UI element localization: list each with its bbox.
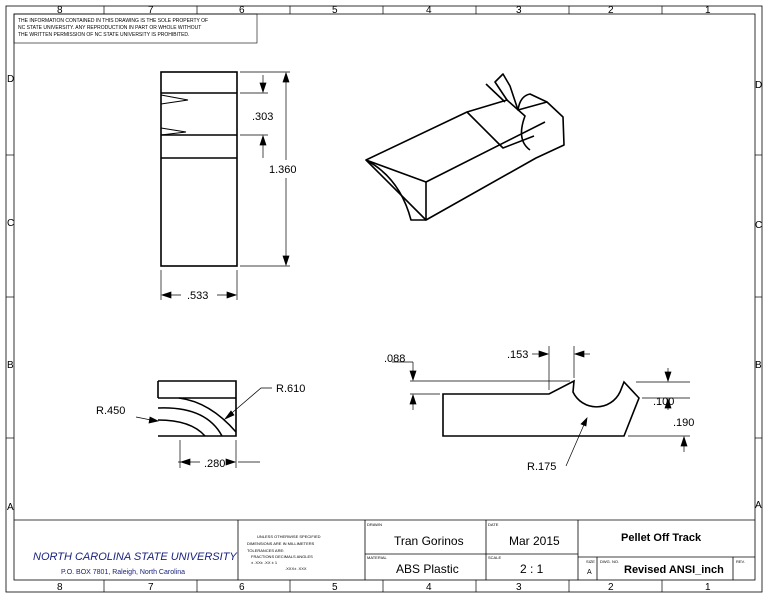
notice-line-2: NC STATE UNIVERSITY. ANY REPRODUCTION IN… (18, 25, 201, 31)
profile-view-dims (392, 346, 690, 467)
material-label: MATERIAL (367, 555, 387, 560)
zone-row-b-left: B (7, 360, 14, 371)
university-name: NORTH CAROLINA STATE UNIVERSITY (33, 551, 237, 563)
zone-col-6-bottom: 6 (239, 582, 245, 593)
dim-profile-radius: R.175 (527, 461, 556, 473)
university-address: P.O. BOX 7801, Raleigh, North Carolina (61, 569, 185, 576)
tolerance-line-1: UNLESS OTHERWISE SPECIFIED (257, 534, 321, 539)
material-value: ABS Plastic (396, 562, 459, 576)
isometric-view (365, 73, 565, 221)
zone-col-4-top: 4 (426, 5, 432, 16)
rev-label: REV. (736, 559, 745, 564)
zone-row-b-right: B (755, 360, 762, 371)
dwg-no-label: DWG. NO. (600, 559, 619, 564)
zone-row-c-left: C (7, 218, 14, 229)
tolerance-line-3: TOLERANCES ARE: (247, 548, 284, 553)
size-label: SIZE (586, 559, 595, 564)
tolerance-line-5: ± .XX± .XX ± 1 (251, 560, 278, 565)
scale-value: 2 : 1 (520, 562, 544, 576)
zone-col-3-bottom: 3 (516, 582, 522, 593)
dim-profile-left: .088 (384, 353, 405, 365)
title-block-grid (14, 519, 755, 580)
notice-line-1: THE INFORMATION CONTAINED IN THIS DRAWIN… (18, 18, 208, 24)
zone-ticks (6, 6, 762, 592)
dim-profile-right-a: .100 (653, 396, 674, 408)
zone-col-8-top: 8 (57, 5, 63, 16)
scale-label: SCALE (488, 555, 501, 560)
zone-col-6-top: 6 (239, 5, 245, 16)
dim-profile-right-b: .190 (673, 417, 694, 429)
notice-box (13, 13, 258, 44)
zone-col-5-bottom: 5 (332, 582, 338, 593)
zone-col-7-top: 7 (148, 5, 154, 16)
dim-side-r-large: R.610 (276, 383, 305, 395)
side-view-dims (135, 387, 272, 468)
outer-border (5, 5, 763, 593)
drawn-value: Tran Gorinos (394, 534, 464, 548)
tolerance-line-2: DIMENSIONS ARE IN MILLIMETERS (247, 541, 315, 546)
size-value: A (587, 569, 592, 576)
zone-col-4-bottom: 4 (426, 582, 432, 593)
zone-row-d-right: D (755, 80, 762, 91)
zone-col-8-bottom: 8 (57, 582, 63, 593)
tolerance-line-4: FRACTIONS DECIMALS ANGLES (251, 554, 313, 559)
zone-col-2-top: 2 (608, 5, 614, 16)
zone-col-3-top: 3 (516, 5, 522, 16)
zone-row-d-left: D (7, 74, 14, 85)
zone-row-a-right: A (755, 500, 762, 511)
zone-col-5-top: 5 (332, 5, 338, 16)
drawing-title: Pellet Off Track (621, 532, 702, 544)
zone-col-1-bottom: 1 (705, 582, 711, 593)
inner-border (13, 13, 756, 581)
dim-front-width: .533 (187, 290, 208, 302)
side-view (157, 380, 237, 437)
date-label: DATE (488, 522, 499, 527)
front-view-dims (160, 71, 290, 300)
profile-view (442, 379, 640, 437)
notice-line-3: THE WRITTEN PERMISSION OF NC STATE UNIVE… (18, 32, 189, 38)
dim-front-height: .303 (252, 111, 273, 123)
zone-col-7-bottom: 7 (148, 582, 154, 593)
dim-side-width: .280 (204, 458, 225, 470)
zone-row-a-left: A (7, 502, 14, 513)
zone-col-1-top: 1 (705, 5, 711, 16)
dim-profile-top: .153 (507, 349, 528, 361)
zone-col-2-bottom: 2 (608, 582, 614, 593)
dim-front-total: 1.360 (269, 164, 297, 176)
dwg-no-value: Revised ANSI_inch (624, 564, 724, 576)
tolerance-line-6: .XXX± .XXX (285, 566, 307, 571)
drawn-label: DRAWN (367, 522, 382, 527)
date-value: Mar 2015 (509, 534, 560, 548)
dim-side-r-small: R.450 (96, 405, 125, 417)
zone-row-c-right: C (755, 220, 762, 231)
front-view (160, 71, 238, 267)
